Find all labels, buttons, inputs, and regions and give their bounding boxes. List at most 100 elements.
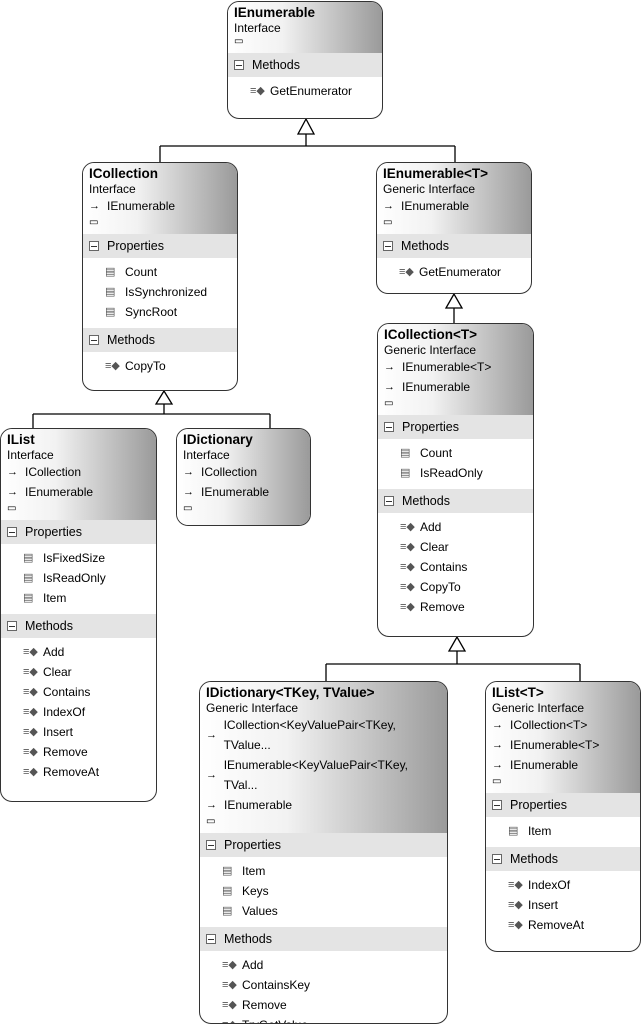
section-properties[interactable]: Properties bbox=[486, 793, 640, 817]
class-box-ienumerable-t[interactable]: IEnumerable<T> Generic Interface →IEnume… bbox=[376, 162, 532, 294]
implements-label: IEnumerable bbox=[107, 199, 176, 213]
method-icon: ≡◆ bbox=[23, 746, 38, 758]
member-property[interactable]: ▤Keys bbox=[200, 881, 447, 901]
member-method[interactable]: ≡◆Add bbox=[200, 955, 447, 975]
minus-box-icon[interactable] bbox=[384, 496, 394, 506]
minus-box-icon[interactable] bbox=[206, 934, 216, 944]
type-kind: Generic Interface bbox=[384, 343, 477, 357]
section-methods[interactable]: Methods bbox=[228, 53, 382, 77]
member-method[interactable]: ≡◆Insert bbox=[486, 895, 640, 915]
collapse-chevron-icon[interactable]: ▭ bbox=[492, 776, 502, 787]
section-methods[interactable]: Methods bbox=[1, 614, 156, 638]
minus-box-icon[interactable] bbox=[7, 621, 17, 631]
member-property[interactable]: ▤Item bbox=[486, 821, 640, 841]
section-methods[interactable]: Methods bbox=[378, 489, 533, 513]
member-label: Item bbox=[242, 864, 266, 878]
property-icon: ▤ bbox=[508, 825, 519, 837]
section-methods[interactable]: Methods bbox=[377, 234, 531, 258]
minus-box-icon[interactable] bbox=[492, 800, 502, 810]
member-method[interactable]: ≡◆Contains bbox=[378, 557, 533, 577]
member-label: Remove bbox=[242, 998, 287, 1012]
member-method[interactable]: ≡◆ContainsKey bbox=[200, 975, 447, 995]
member-method[interactable]: ≡◆Clear bbox=[1, 662, 156, 682]
member-property[interactable]: ▤ Item bbox=[200, 861, 447, 881]
class-box-ienumerable[interactable]: IEnumerable Interface ▭ Methods ≡◆GetEnu… bbox=[227, 1, 383, 119]
implements-item: →IEnumerable<T> bbox=[384, 357, 527, 377]
method-icon: ≡◆ bbox=[222, 1015, 242, 1023]
minus-box-icon[interactable] bbox=[492, 854, 502, 864]
implements-item: →IEnumerable bbox=[7, 482, 150, 502]
minus-box-icon[interactable] bbox=[234, 60, 244, 70]
minus-box-icon[interactable] bbox=[383, 241, 393, 251]
member-property[interactable]: ▤Item bbox=[1, 588, 156, 608]
type-name: IList bbox=[7, 432, 35, 447]
member-property[interactable]: ▤Count bbox=[378, 443, 533, 463]
minus-box-icon[interactable] bbox=[89, 241, 99, 251]
member-method[interactable]: ≡◆Insert bbox=[1, 722, 156, 742]
section-properties[interactable]: Properties bbox=[200, 833, 447, 857]
member-method[interactable]: ≡◆RemoveAt bbox=[1, 762, 156, 782]
member-property[interactable]: ▤IsFixedSize bbox=[1, 548, 156, 568]
class-box-ilist[interactable]: IList Interface →ICollection →IEnumerabl… bbox=[0, 428, 157, 802]
collapse-chevron-icon[interactable]: ▭ bbox=[7, 503, 17, 514]
section-properties[interactable]: Properties bbox=[378, 415, 533, 439]
member-method[interactable]: ≡◆Remove bbox=[1, 742, 156, 762]
member-method[interactable]: ≡◆CopyTo bbox=[378, 577, 533, 597]
collapse-chevron-icon[interactable]: ▭ bbox=[183, 503, 193, 514]
implements-label: ICollection bbox=[201, 465, 258, 479]
member-property[interactable]: ▤IsReadOnly bbox=[378, 463, 533, 483]
member-method[interactable]: ≡◆GetEnumerator bbox=[228, 81, 382, 101]
member-property[interactable]: ▤IsReadOnly bbox=[1, 568, 156, 588]
class-box-icollection-t[interactable]: ICollection<T> Generic Interface →IEnume… bbox=[377, 323, 534, 637]
member-method[interactable]: ≡◆IndexOf bbox=[486, 875, 640, 895]
arrow-right-icon: → bbox=[183, 486, 194, 498]
member-method[interactable]: ≡◆TryGetValue bbox=[200, 1015, 447, 1023]
minus-box-icon[interactable] bbox=[206, 840, 216, 850]
section-properties[interactable]: Properties bbox=[83, 234, 237, 258]
member-property[interactable]: ▤SyncRoot bbox=[83, 302, 237, 322]
collapse-chevron-icon[interactable]: ▭ bbox=[206, 816, 216, 827]
member-method[interactable]: ≡◆CopyTo bbox=[83, 356, 237, 376]
member-method[interactable]: ≡◆IndexOf bbox=[1, 702, 156, 722]
member-method[interactable]: ≡◆Add bbox=[1, 642, 156, 662]
implements-item: →IEnumerable<T> bbox=[492, 735, 634, 755]
member-property[interactable]: ▤Count bbox=[83, 262, 237, 282]
member-method[interactable]: ≡◆Add bbox=[378, 517, 533, 537]
implements-label: ICollection<T> bbox=[510, 718, 588, 732]
member-method[interactable]: ≡◆Remove bbox=[200, 995, 447, 1015]
collapse-chevron-icon[interactable]: ▭ bbox=[234, 36, 244, 47]
arrow-right-icon: → bbox=[384, 381, 395, 393]
implements-item: →IEnumerable bbox=[206, 795, 441, 815]
arrow-right-icon: → bbox=[206, 729, 217, 741]
section-methods[interactable]: Methods bbox=[486, 847, 640, 871]
section-methods[interactable]: Methods bbox=[200, 927, 447, 951]
property-icon: ▤ bbox=[400, 467, 411, 479]
class-box-idictionary[interactable]: IDictionary Interface →ICollection →IEnu… bbox=[176, 428, 311, 526]
implements-item: → ICollection<T> bbox=[492, 715, 634, 735]
section-label: Methods bbox=[401, 239, 449, 253]
property-icon: ▤ bbox=[222, 865, 233, 877]
class-box-idictionary-tkey-tvalue[interactable]: IDictionary<TKey, TValue> Generic Interf… bbox=[199, 681, 448, 1024]
class-box-icollection[interactable]: ICollection Interface →IEnumerable ▭ Pro… bbox=[82, 162, 238, 391]
section-methods[interactable]: Methods bbox=[83, 328, 237, 352]
member-method[interactable]: ≡◆RemoveAt bbox=[486, 915, 640, 935]
arrow-right-icon: → bbox=[492, 719, 503, 731]
member-method[interactable]: ≡◆Remove bbox=[378, 597, 533, 617]
method-icon: ≡◆ bbox=[23, 706, 38, 718]
collapse-chevron-icon[interactable]: ▭ bbox=[89, 217, 99, 228]
member-property[interactable]: ▤Values bbox=[200, 901, 447, 921]
member-method[interactable]: ≡◆Clear bbox=[378, 537, 533, 557]
member-method[interactable]: ≡◆GetEnumerator bbox=[377, 262, 531, 282]
minus-box-icon[interactable] bbox=[384, 422, 394, 432]
type-name: IList<T> bbox=[492, 685, 544, 700]
member-property[interactable]: ▤IsSynchronized bbox=[83, 282, 237, 302]
collapse-chevron-icon[interactable]: ▭ bbox=[383, 217, 393, 228]
member-method[interactable]: ≡◆Contains bbox=[1, 682, 156, 702]
method-icon: ≡◆ bbox=[250, 85, 265, 97]
minus-box-icon[interactable] bbox=[7, 527, 17, 537]
implements-label: IEnumerable bbox=[402, 380, 471, 394]
section-properties[interactable]: Properties bbox=[1, 520, 156, 544]
collapse-chevron-icon[interactable]: ▭ bbox=[384, 398, 394, 409]
class-box-ilist-t[interactable]: IList<T> Generic Interface →ICollection<… bbox=[485, 681, 641, 952]
minus-box-icon[interactable] bbox=[89, 335, 99, 345]
